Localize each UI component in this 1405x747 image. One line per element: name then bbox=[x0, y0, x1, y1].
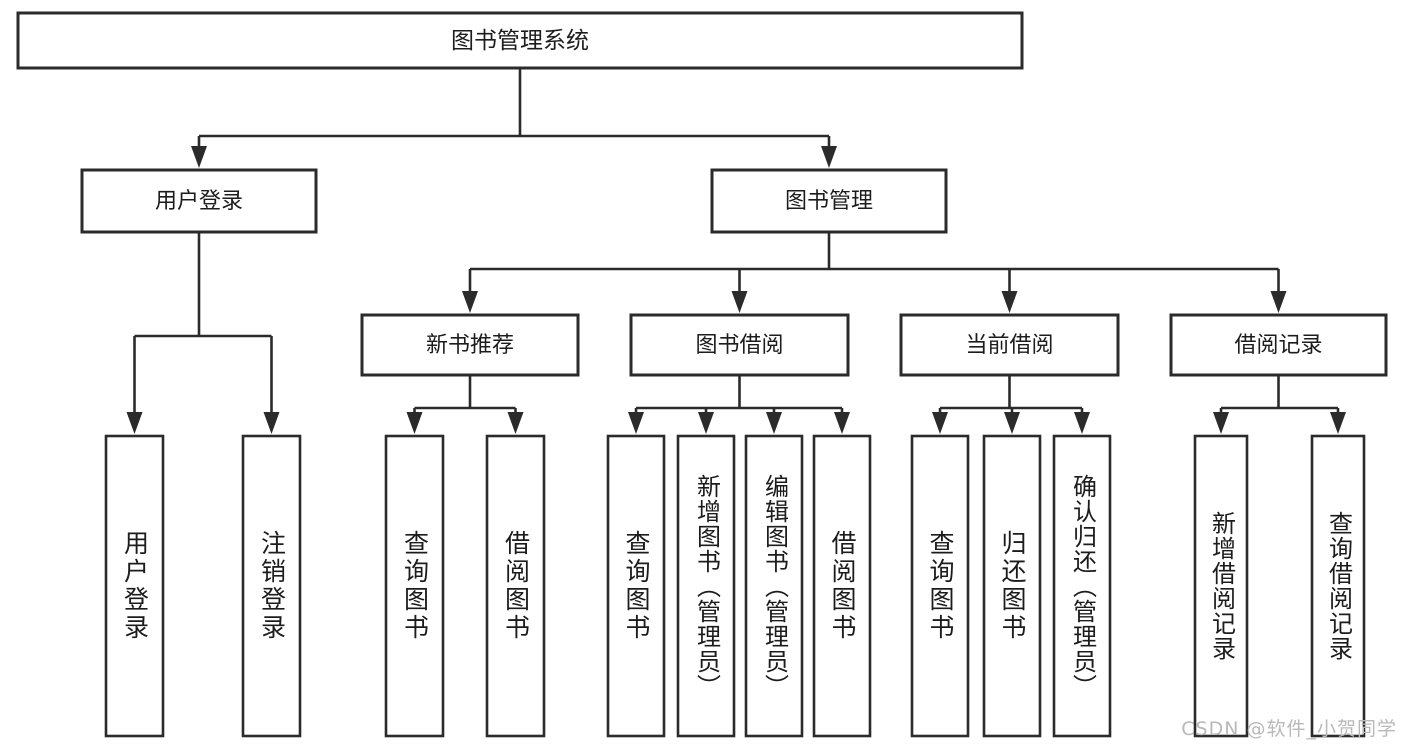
arrow-to-new-book-recommend bbox=[462, 291, 478, 313]
node-leaf-query-books-1-rect[interactable] bbox=[384, 434, 445, 738]
node-leaf-query-books-2[interactable] bbox=[606, 434, 666, 738]
arrow-to-leaf-logout bbox=[263, 412, 280, 434]
node-new-book-recommend[interactable] bbox=[360, 313, 580, 377]
arrow-to-current-borrow bbox=[1001, 291, 1018, 313]
node-borrow-records[interactable] bbox=[1169, 313, 1388, 377]
node-leaf-edit-book[interactable] bbox=[744, 434, 804, 738]
connectors-layer bbox=[126, 68, 1346, 434]
node-root-图书管理系统[interactable] bbox=[16, 11, 1024, 70]
node-leaf-add-record[interactable] bbox=[1193, 434, 1249, 738]
node-borrow-records-rect[interactable] bbox=[1169, 313, 1388, 377]
arrow-to-book-borrow bbox=[731, 291, 748, 313]
node-current-borrow-label: 当前借阅 bbox=[965, 333, 1053, 358]
node-leaf-add-book[interactable] bbox=[676, 434, 736, 738]
node-leaf-return-book-rect[interactable] bbox=[982, 434, 1042, 738]
node-current-borrow[interactable] bbox=[899, 313, 1120, 377]
node-leaf-logout[interactable] bbox=[241, 434, 302, 738]
arrow-to-leaf-borrow-books-2 bbox=[834, 412, 850, 434]
node-new-book-recommend-label: 新书推荐 bbox=[426, 333, 514, 358]
arrow-to-leaf-return-book bbox=[1004, 412, 1020, 434]
node-leaf-add-book-rect[interactable] bbox=[676, 434, 736, 738]
node-leaf-query-books-3[interactable] bbox=[910, 434, 970, 738]
arrow-to-user-login bbox=[191, 146, 207, 168]
node-book-management-rect[interactable] bbox=[710, 168, 948, 234]
node-leaf-borrow-books-2[interactable] bbox=[812, 434, 872, 738]
arrow-to-leaf-query-books-3 bbox=[932, 412, 948, 434]
node-leaf-confirm-return-rect[interactable] bbox=[1052, 434, 1112, 738]
node-leaf-query-books-2-rect[interactable] bbox=[606, 434, 666, 738]
node-user-login-label: 用户登录 bbox=[155, 189, 243, 214]
node-leaf-user-login[interactable] bbox=[104, 434, 165, 738]
arrow-to-leaf-query-books-2 bbox=[628, 412, 644, 434]
node-leaf-query-record-rect[interactable] bbox=[1310, 434, 1366, 738]
node-leaf-logout-rect[interactable] bbox=[241, 434, 302, 738]
watermark-text: CSDN @软件_小贺同学 bbox=[1181, 718, 1397, 740]
node-user-login[interactable] bbox=[80, 168, 318, 234]
node-book-management[interactable] bbox=[710, 168, 948, 234]
node-leaf-user-login-rect[interactable] bbox=[104, 434, 165, 738]
node-leaf-confirm-return[interactable] bbox=[1052, 434, 1112, 738]
node-user-login-rect[interactable] bbox=[80, 168, 318, 234]
node-leaf-return-book[interactable] bbox=[982, 434, 1042, 738]
node-leaf-edit-book-rect[interactable] bbox=[744, 434, 804, 738]
arrow-to-leaf-add-book bbox=[698, 412, 714, 434]
arrow-to-leaf-add-record bbox=[1213, 412, 1229, 434]
node-leaf-query-books-1[interactable] bbox=[384, 434, 445, 738]
node-leaf-borrow-books-1-rect[interactable] bbox=[485, 434, 546, 738]
node-root-label: 图书管理系统 bbox=[451, 28, 589, 54]
node-borrow-records-label: 借阅记录 bbox=[1234, 333, 1322, 358]
node-book-management-label: 图书管理 bbox=[785, 189, 873, 214]
arrow-to-leaf-borrow-books-1 bbox=[507, 412, 524, 434]
arrow-to-leaf-query-books-1 bbox=[406, 412, 423, 434]
node-book-borrow[interactable] bbox=[629, 313, 850, 377]
arrow-to-leaf-query-record bbox=[1330, 412, 1346, 434]
arrow-to-book-management bbox=[821, 146, 837, 168]
node-book-borrow-rect[interactable] bbox=[629, 313, 850, 377]
node-new-book-recommend-rect[interactable] bbox=[360, 313, 580, 377]
arrow-to-borrow-records bbox=[1270, 291, 1287, 313]
arrow-to-leaf-confirm-return bbox=[1074, 412, 1090, 434]
node-leaf-add-record-rect[interactable] bbox=[1193, 434, 1249, 738]
node-leaf-borrow-books-1[interactable] bbox=[485, 434, 546, 738]
arrow-to-leaf-user-login bbox=[126, 412, 143, 434]
arrow-to-leaf-edit-book bbox=[766, 412, 782, 434]
node-book-borrow-label: 图书借阅 bbox=[695, 333, 783, 358]
node-current-borrow-rect[interactable] bbox=[899, 313, 1120, 377]
node-leaf-query-books-3-rect[interactable] bbox=[910, 434, 970, 738]
node-root-图书管理系统-rect[interactable] bbox=[16, 11, 1024, 70]
node-leaf-query-record[interactable] bbox=[1310, 434, 1366, 738]
node-leaf-borrow-books-2-rect[interactable] bbox=[812, 434, 872, 738]
